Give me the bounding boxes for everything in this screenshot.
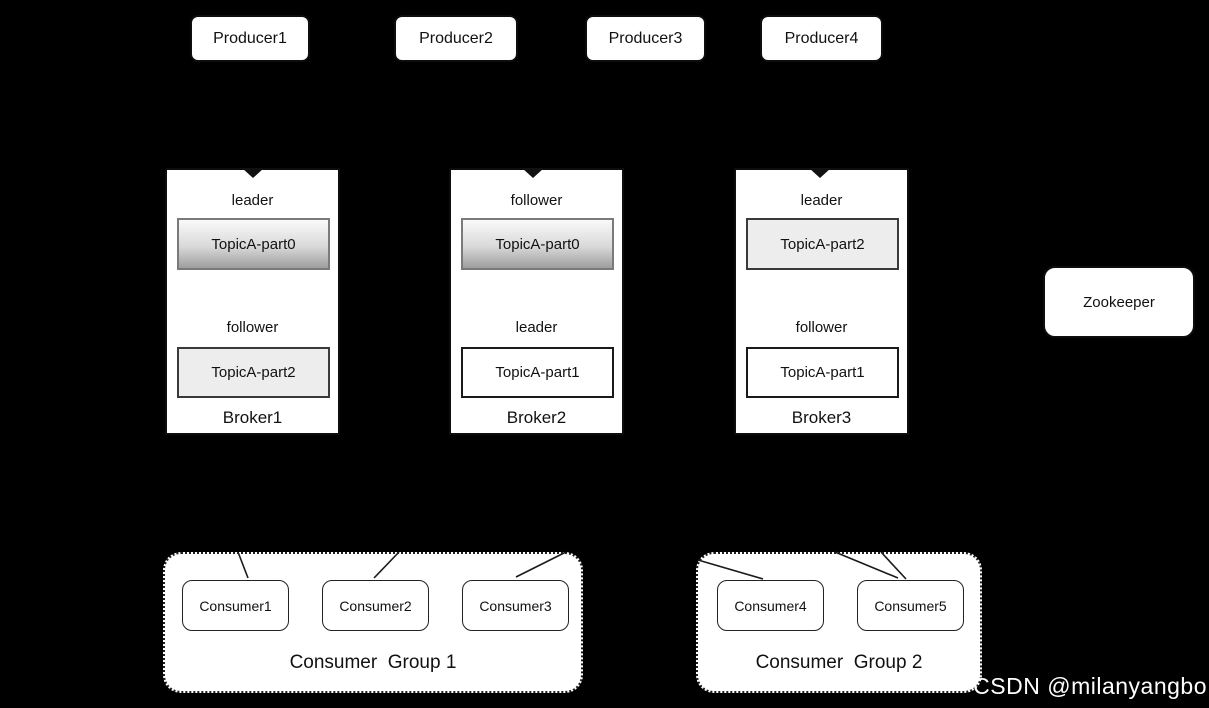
consumer1-label: Consumer1 <box>199 597 272 614</box>
producer2-label: Producer2 <box>419 29 493 47</box>
broker3-slot1-role-label: leader <box>800 192 843 209</box>
broker2-partition1-label: TopicA-part0 <box>495 235 580 253</box>
csdn-watermark: CSDN @milanyangbo <box>973 673 1207 699</box>
consumer5-node: Consumer5 <box>857 580 964 631</box>
consumer-group2-box: Consumer4 Consumer5 Consumer Group 2 <box>696 552 982 693</box>
consumer-group1-label: Consumer Group 1 <box>289 652 457 673</box>
consumer5-label: Consumer5 <box>874 597 947 614</box>
consumer4-node: Consumer4 <box>717 580 824 631</box>
consumer-group1-box: Consumer1 Consumer2 Consumer3 Consumer G… <box>163 552 583 693</box>
broker2-partition2-label: TopicA-part1 <box>495 364 580 381</box>
consumer3-node: Consumer3 <box>462 580 569 631</box>
broker3-partition1-box: TopicA-part2 <box>746 218 899 270</box>
producer1-node: Producer1 <box>190 15 310 62</box>
consumer2-label: Consumer2 <box>339 597 412 614</box>
broker2-partition1-box: TopicA-part0 <box>461 218 614 270</box>
zookeeper-label: Zookeeper <box>1083 293 1155 311</box>
broker3-node: leader TopicA-part2 follower TopicA-part… <box>734 168 909 435</box>
producer3-label: Producer3 <box>608 29 683 47</box>
broker1-partition2-box: TopicA-part2 <box>177 347 330 398</box>
broker1-partition1-box: TopicA-part0 <box>177 218 330 270</box>
producer4-node: Producer4 <box>760 15 883 62</box>
broker1-slot1-role-label: leader <box>231 192 274 209</box>
broker2-node: follower TopicA-part0 leader TopicA-part… <box>449 168 624 435</box>
broker2-slot2-role-label: leader <box>515 319 558 336</box>
broker1-name-label: Broker1 <box>222 408 283 427</box>
consumer-group2-label: Consumer Group 2 <box>755 652 923 673</box>
consumer1-node: Consumer1 <box>182 580 289 631</box>
consumer3-label: Consumer3 <box>479 597 552 614</box>
broker1-node: leader TopicA-part0 follower TopicA-part… <box>165 168 340 435</box>
broker3-slot2-role-label: follower <box>795 319 848 336</box>
broker1-slot2-role-label: follower <box>226 319 279 336</box>
broker2-slot1-role-label: follower <box>510 192 563 209</box>
producer3-node: Producer3 <box>585 15 706 62</box>
broker3-name-label: Broker3 <box>791 408 852 427</box>
producer1-label: Producer1 <box>213 29 287 47</box>
consumer2-node: Consumer2 <box>322 580 429 631</box>
broker3-partition1-label: TopicA-part2 <box>780 235 865 253</box>
zookeeper-node: Zookeeper <box>1043 266 1195 338</box>
broker3-partition2-box: TopicA-part1 <box>746 347 899 398</box>
broker2-partition2-box: TopicA-part1 <box>461 347 614 398</box>
consumer4-label: Consumer4 <box>734 597 807 614</box>
broker1-partition1-label: TopicA-part0 <box>211 235 296 253</box>
broker1-partition2-label: TopicA-part2 <box>211 364 296 381</box>
broker3-partition2-label: TopicA-part1 <box>780 364 865 381</box>
producer4-label: Producer4 <box>784 29 859 47</box>
producer2-node: Producer2 <box>394 15 518 62</box>
broker2-name-label: Broker2 <box>506 408 567 427</box>
